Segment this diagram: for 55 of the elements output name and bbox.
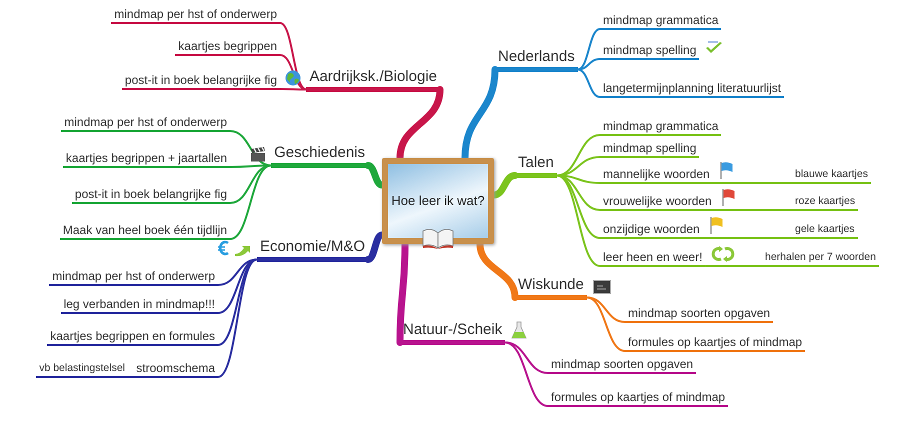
branch-line: [576, 58, 601, 70]
branch-line: [279, 88, 308, 90]
branch-line: [576, 68, 601, 98]
note-label: blauwe kaartjes: [792, 168, 871, 184]
branch-label: Wiskunde: [515, 276, 587, 300]
topic-label: mindmap spelling: [600, 42, 700, 60]
branch-line: [714, 209, 793, 211]
topic-label: kaartjes begrippen + jaartallen: [62, 150, 230, 168]
topic-label: leer heen en weer!: [600, 250, 706, 267]
title-board: Hoe leer ik wat?: [382, 158, 494, 244]
topic-label: stroomschema: [133, 360, 218, 378]
topic-label: post-it in boek belangrijke fig: [72, 186, 230, 204]
branch-line: [556, 174, 601, 267]
note-label: vb belastingstelsel: [36, 362, 128, 378]
branch-line: [586, 296, 626, 352]
topic-label: onzijdige woorden: [600, 222, 703, 239]
branch-line: [504, 342, 549, 407]
topic-label: formules op kaartjes of mindmap: [548, 390, 728, 407]
branch-line: [217, 258, 258, 378]
branch-line: [576, 28, 601, 70]
branch-label: Nederlands: [495, 48, 578, 72]
topic-label: vrouwelijke woorden: [600, 194, 715, 211]
topic-label: mindmap per hst of onderwerp: [49, 268, 218, 286]
topic-label: langetermijnplanning literatuurlijst: [600, 80, 784, 98]
branch-line: [712, 182, 793, 184]
topic-label: mindmap soorten opgaven: [548, 356, 696, 374]
note-label: herhalen per 7 woorden: [762, 251, 879, 267]
branch-line: [279, 54, 308, 90]
topic-label: mindmap spelling: [600, 140, 700, 158]
topic-label: post-it in boek belangrijke fig: [122, 72, 280, 90]
branch-label: Natuur-/Scheik: [400, 321, 506, 345]
branch-line: [217, 258, 258, 346]
note-label: roze kaartjes: [792, 195, 858, 211]
topic-label: formules op kaartjes of mindmap: [625, 334, 806, 352]
topic-label: Maak van heel boek één tijdlijn: [60, 222, 230, 240]
topic-label: mindmap per hst of onderwerp: [61, 114, 230, 132]
branch-label: Geschiedenis: [271, 144, 368, 168]
branch-line: [279, 22, 308, 90]
branch-label: Talen: [515, 154, 557, 178]
branch-label: Aardrijksk./Biologie: [306, 68, 440, 92]
branch-line: [217, 258, 258, 314]
topic-label: mindmap soorten opgaven: [625, 306, 774, 323]
topic-label: mindmap grammatica: [600, 12, 722, 30]
branch-label: Economie/M&O: [256, 238, 368, 262]
topic-label: mindmap per hst of onderwerp: [111, 6, 280, 24]
topic-label: kaartjes begrippen: [175, 38, 280, 56]
topic-label: kaartjes begrippen en formules: [47, 328, 218, 346]
topic-label: leg verbanden in mindmap!!!: [60, 296, 218, 314]
branch-line: [127, 376, 134, 378]
note-label: gele kaartjes: [792, 223, 858, 239]
branch-line: [702, 237, 793, 239]
branch-line: [229, 164, 272, 240]
topic-label: mannelijke woorden: [600, 166, 713, 184]
topic-label: mindmap grammatica: [600, 118, 722, 136]
branch-line: [704, 265, 763, 267]
